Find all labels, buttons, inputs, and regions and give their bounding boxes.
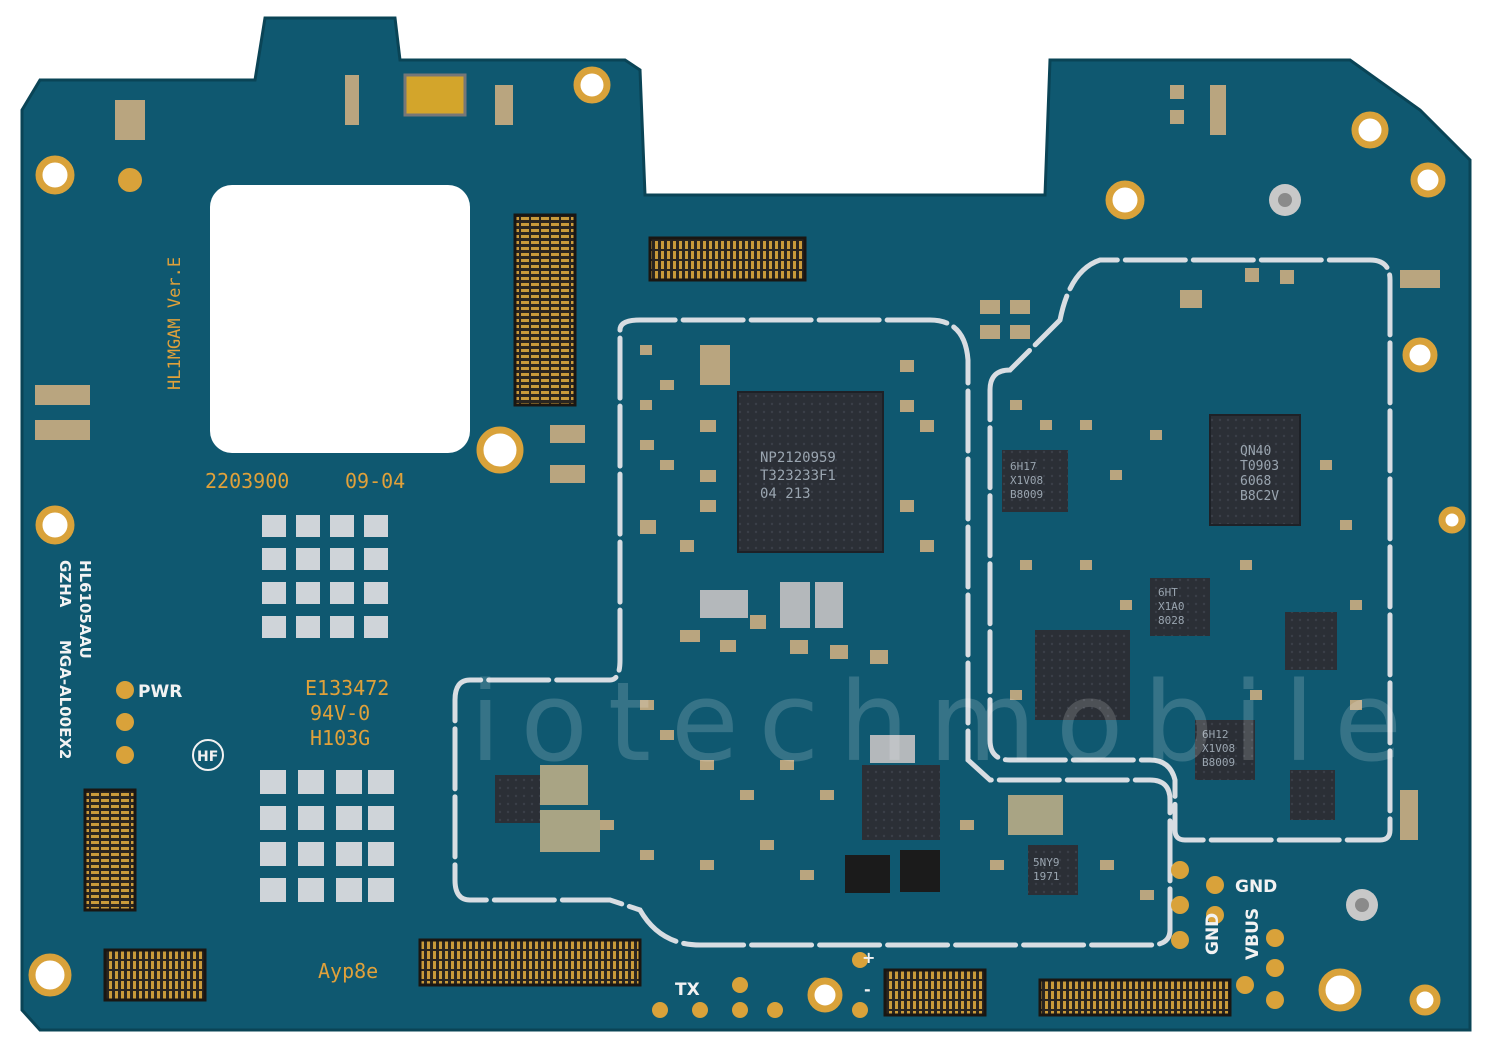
silk-model-3: MGA-AL00EX2 [56,640,74,759]
silk-model-1: HL6105AAU [76,560,94,659]
ic-6h12-marking-3: B8009 [1202,756,1235,769]
hf-mark [192,739,224,771]
pmic-marking-4: B8C2V [1240,489,1279,504]
silk-gnd-top: GND [1235,877,1277,897]
silk-ayp: Ayp8e [318,959,378,983]
cpu-marking-3: 04 213 [760,486,811,502]
ic-6h17 [1002,450,1068,512]
silk-cert-1: E133472 [305,676,389,700]
ic-right-edge [1290,770,1335,820]
ic-6h17-marking-1: 6H17 [1010,460,1037,473]
cpu-marking-1: NP2120959 [760,450,836,466]
ic-6h17-marking-2: X1V08 [1010,474,1043,487]
ic-right-small [1285,612,1337,670]
rf-shield-outlines [452,257,1393,948]
silk-tx: TX [675,980,700,1000]
fpc-connector-vertical [513,213,577,407]
cpu-marking-2: T323233F1 [760,468,836,484]
silk-cert-3: H103G [310,726,370,750]
camera-cutout [210,185,470,453]
fpc-connector-bottom-left [103,948,207,1002]
pmic-marking-2: T0903 [1240,459,1279,474]
pmic-chip [1209,414,1301,526]
mounting-holes [28,66,1466,1016]
inductors [403,73,1063,893]
ic-mid-marking-2: X1A0 [1158,600,1185,613]
smd-passives [35,75,1440,900]
ic-6h12-marking-2: X1V08 [1202,742,1235,755]
silk-vbus: VBUS [1243,908,1263,960]
ic-left-small [495,775,540,823]
ic-6h12 [1195,720,1255,780]
ic-6h12-marking-1: 6H12 [1202,728,1229,741]
ic-5ny9-marking-2: 1971 [1033,870,1060,883]
pmic-marking-3: 6068 [1240,474,1271,489]
cpu-chip [737,391,884,553]
silk-date: 09-04 [345,469,405,493]
fpc-connector-bottom-right [1038,978,1232,1017]
fpc-connector-bottom-center [883,968,987,1017]
ic-5ny9 [1028,845,1078,895]
fpc-connector-left [83,788,137,912]
silk-model-2: GZHA [56,560,74,608]
ic-5ny9-marking-1: 5NY9 [1033,856,1060,869]
silk-hf: HF [197,749,218,765]
gold-test-pads [116,168,1284,1018]
pmic-marking-1: QN40 [1240,444,1271,459]
ic-large-bottom [1035,630,1130,720]
ic-6h17-marking-3: B8009 [1010,488,1043,501]
silk-code: 2203900 [205,469,289,493]
fpc-connector-bottom-mid [418,938,642,987]
watermark: iotechmobile [470,658,1422,786]
silk-cert-2: 94V-0 [310,701,370,725]
fpc-connector-top [648,236,807,282]
ic-center [862,765,940,840]
shield-pad-grid-top [262,515,388,638]
ic-mid-marking-1: 6HT [1158,586,1178,599]
silk-minus: - [864,980,871,999]
silk-plus: + [862,948,875,967]
ic-mid-marking-3: 8028 [1158,614,1185,627]
silk-version: HL1MGAM Ver.E [165,257,185,390]
shield-pad-grid-bottom [260,770,394,902]
coax-connectors [1269,184,1378,921]
ic-mid-6ht [1150,578,1210,636]
silk-gnd-side: GND [1203,913,1223,955]
silk-pwr: PWR [138,682,182,702]
